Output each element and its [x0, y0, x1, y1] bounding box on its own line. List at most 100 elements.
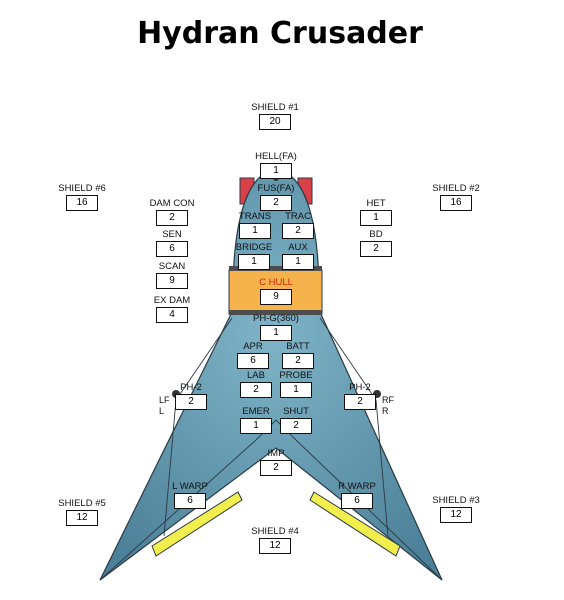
shield-6-value[interactable]: 16 [66, 195, 98, 211]
right-arc-r: R [382, 406, 389, 416]
scanners: SCAN 9 [142, 261, 202, 289]
bd-value[interactable]: 2 [360, 241, 392, 257]
dam-con-label: DAM CON [149, 198, 195, 209]
bd-label: BD [369, 229, 383, 240]
laboratory-value[interactable]: 2 [240, 382, 272, 398]
left-phaser-2-label: PH-2 [180, 382, 202, 393]
het-label: HET [366, 198, 386, 209]
shuttle-bay-label: SHUT [283, 406, 309, 417]
shield-3-value[interactable]: 12 [440, 507, 472, 523]
bridge-value[interactable]: 1 [238, 254, 270, 270]
bridge: BRIDGE 1 [228, 242, 280, 270]
het-value[interactable]: 1 [360, 210, 392, 226]
right-arc-rf: RF [382, 395, 394, 405]
right-warp-value[interactable]: 6 [341, 493, 373, 509]
shield-6: SHIELD #6 16 [52, 183, 112, 211]
center-hull-value[interactable]: 9 [260, 289, 292, 305]
aft-power-reactor: APR 6 [229, 341, 277, 369]
hull-band-top [229, 266, 322, 271]
hellbore-forward: HELL(FA) 1 [241, 151, 311, 179]
shield-2-value[interactable]: 16 [440, 195, 472, 211]
auxiliary-control-label: AUX [288, 242, 308, 253]
sensors: SEN 6 [142, 229, 202, 257]
probe-label: PROBE [279, 370, 313, 381]
auxiliary-control-value[interactable]: 1 [282, 254, 314, 270]
right-phaser-2-label: PH-2 [349, 382, 371, 393]
fusion-value[interactable]: 2 [260, 195, 292, 211]
fusion-label: FUS(FA) [257, 183, 295, 194]
excess-damage-label: EX DAM [153, 295, 191, 306]
shield-2: SHIELD #2 16 [426, 183, 486, 211]
phaser-g: PH-G(360) 1 [236, 313, 316, 341]
probe-value[interactable]: 1 [280, 382, 312, 398]
emergency-bridge-label: EMER [242, 406, 270, 417]
shield-5: SHIELD #5 12 [52, 498, 112, 526]
scanners-label: SCAN [158, 261, 186, 272]
battery-label: BATT [286, 341, 310, 352]
shield-4-label: SHIELD #4 [251, 526, 299, 537]
shuttle-bay: SHUT 2 [271, 406, 321, 434]
center-hull: C HULL 9 [241, 277, 311, 305]
shield-1-value[interactable]: 20 [259, 114, 291, 130]
excess-damage: EX DAM 4 [142, 295, 202, 323]
phaser-g-label: PH-G(360) [253, 313, 299, 324]
battery-value[interactable]: 2 [282, 353, 314, 369]
center-hull-label: C HULL [259, 277, 293, 288]
transporter-value[interactable]: 1 [239, 223, 271, 239]
right-warp-label: R WARP [338, 481, 376, 492]
shield-2-label: SHIELD #2 [432, 183, 480, 194]
shield-5-label: SHIELD #5 [58, 498, 106, 509]
tractor-value[interactable]: 2 [282, 223, 314, 239]
right-warp-engine [309, 491, 401, 557]
lower-right-fold [295, 439, 443, 581]
left-warp-engine [151, 491, 243, 557]
fusion-forward: FUS(FA) 2 [241, 183, 311, 211]
left-arc-l: L [159, 406, 165, 416]
left-phaser-2-value[interactable]: 2 [175, 394, 207, 410]
sensors-value[interactable]: 6 [156, 241, 188, 257]
hull-band-bottom [229, 310, 322, 315]
left-warp-label: L WARP [172, 481, 208, 492]
dam-con: DAM CON 2 [142, 198, 202, 226]
het: HET 1 [346, 198, 406, 226]
shield-5-value[interactable]: 12 [66, 510, 98, 526]
shield-6-label: SHIELD #6 [58, 183, 106, 194]
hellbore-label: HELL(FA) [255, 151, 297, 162]
probe: PROBE 1 [271, 370, 321, 398]
shield-4: SHIELD #4 12 [245, 526, 305, 554]
aft-power-reactor-label: APR [243, 341, 263, 352]
phaser-g-value[interactable]: 1 [260, 325, 292, 341]
emergency-bridge: EMER 1 [232, 406, 280, 434]
shield-3: SHIELD #3 12 [426, 495, 486, 523]
shuttle-bay-value[interactable]: 2 [280, 418, 312, 434]
shield-1: SHIELD #1 20 [245, 102, 305, 130]
right-phaser-2-value[interactable]: 2 [344, 394, 376, 410]
tractor-label: TRAC [285, 211, 311, 222]
impulse-engine-label: IMP [267, 448, 285, 459]
laboratory-label: LAB [247, 370, 265, 381]
right-wing-fold [319, 317, 389, 537]
dam-con-value[interactable]: 2 [156, 210, 188, 226]
left-warp-value[interactable]: 6 [174, 493, 206, 509]
shield-3-label: SHIELD #3 [432, 495, 480, 506]
scanners-value[interactable]: 9 [156, 273, 188, 289]
sensors-label: SEN [162, 229, 182, 240]
right-warp: R WARP 6 [327, 481, 387, 509]
right-phaser-2: PH-2 2 [330, 382, 390, 410]
bridge-label: BRIDGE [235, 242, 273, 253]
battery: BATT 2 [274, 341, 322, 369]
shield-1-label: SHIELD #1 [251, 102, 299, 113]
left-warp: L WARP 6 [160, 481, 220, 509]
main-hull [99, 169, 443, 581]
aft-power-reactor-value[interactable]: 6 [237, 353, 269, 369]
transporter-label: TRANS [238, 211, 272, 222]
bd: BD 2 [346, 229, 406, 257]
transporter: TRANS 1 [231, 211, 279, 239]
shield-4-value[interactable]: 12 [259, 538, 291, 554]
auxiliary-control: AUX 1 [274, 242, 322, 270]
impulse-engine-value[interactable]: 2 [260, 460, 292, 476]
hellbore-value[interactable]: 1 [260, 163, 292, 179]
emergency-bridge-value[interactable]: 1 [240, 418, 272, 434]
left-arc-lf: LF [159, 395, 170, 405]
excess-damage-value[interactable]: 4 [156, 307, 188, 323]
